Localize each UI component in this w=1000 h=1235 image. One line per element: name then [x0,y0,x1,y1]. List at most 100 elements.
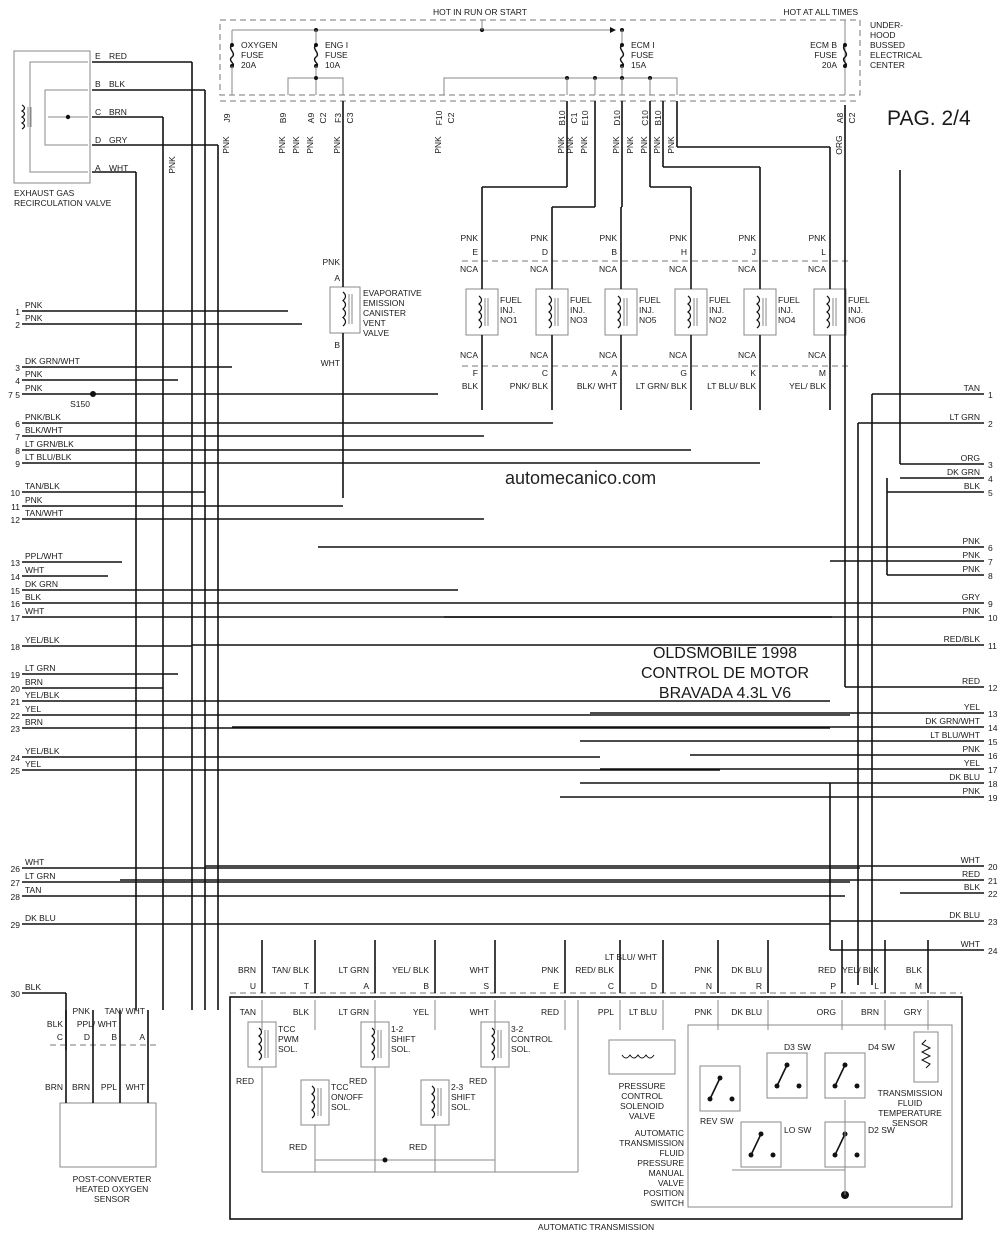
fuse-oxygen-name: OXYGEN [241,40,277,50]
terminal-connector: C2 [847,112,857,123]
terminal-pin: D10 [612,110,622,126]
injector-top-pin: J [752,247,756,257]
trans-inner-wire: BLK [293,1007,309,1017]
hot-at-all-times-label: HOT AT ALL TIMES [783,7,858,17]
tft-sensor-name: TRANSMISSION [878,1088,943,1098]
solenoid-name: SOL. [278,1044,297,1054]
left-pin-wire: DK GRN [25,579,58,589]
terminal-pin: B10 [653,110,663,125]
nca-label: NCA [460,264,478,274]
manual-valve-switch-name: VALVE [658,1178,684,1188]
splice-dot [832,1152,838,1158]
fuse-eng-i-name: ENG I [325,40,348,50]
right-pin-number: 21 [988,876,998,886]
o2-inner-wire: BRN [45,1082,63,1092]
fuse-block-name: ELECTRICAL [870,50,923,60]
switch-contact-icon [709,1077,721,1100]
injector-bottom-pin: K [750,368,756,378]
right-pin-number: 2 [988,419,993,429]
evap-valve-box [329,286,361,334]
egr-pin: E [95,51,101,61]
evap-name: VALVE [363,328,389,338]
egr-name: RECIRCULATION VALVE [14,198,112,208]
right-pin-number: 24 [988,946,998,956]
switch-contact-icon [750,1133,762,1156]
switch-box [766,1052,808,1099]
splice-dot [832,1083,838,1089]
injector-top-wire: PNK [809,233,827,243]
evap-name: EMISSION [363,298,405,308]
right-pin-number: 10 [988,613,998,623]
left-pin-wire: PPL/WHT [25,551,63,561]
right-pin-wire: PNK [963,550,981,560]
right-pin-wire: TAN [964,383,980,393]
terminal-pin: C10 [640,110,650,126]
left-pin-wire: BLK [25,592,41,602]
terminal-wire-color: PNK [305,136,315,154]
splice-dot [758,1131,764,1137]
right-pin-number: 8 [988,571,993,581]
right-pin-wire: LT BLU/WHT [930,730,980,740]
trans-inner-wire: PPL [598,1007,614,1017]
tft-sensor-name: FLUID [898,1098,923,1108]
right-pin-number: 22 [988,889,998,899]
solenoid-name: SOL. [511,1044,530,1054]
lo-switch-label: LO SW [784,1125,811,1135]
right-pin-number: 6 [988,543,993,553]
right-pin-number: 23 [988,917,998,927]
left-pin-wire: PNK [25,300,43,310]
evap-solenoid-icon [342,291,347,327]
solenoid-name: SOL. [331,1102,350,1112]
fuse-eng-i-label: FUSE [325,50,348,60]
fuse-eng-i-rating: 10A [325,60,340,70]
right-pin-number: 14 [988,723,998,733]
terminal-wire-color: ORG [834,135,844,154]
left-pin-wire: LT GRN [25,663,55,673]
splice-dot [707,1096,713,1102]
left-pin-wire: DK GRN/WHT [25,356,80,366]
egr-wire: BLK [109,79,125,89]
solenoid-name: SHIFT [391,1034,416,1044]
solenoid-name: SHIFT [451,1092,476,1102]
fuel-injector-coil-icon [826,295,831,329]
splice-dot [854,1083,860,1089]
terminal-pin: A9 [306,113,316,124]
pcs-coil-icon [621,1054,655,1059]
d3-switch-label: D3 SW [784,1042,811,1052]
right-pin-number: 19 [988,793,998,803]
right-pin-number: 9 [988,599,993,609]
trans-pin: P [830,981,836,991]
o2-inner-wire: PPL [101,1082,117,1092]
splice-dot [717,1075,723,1081]
trans-pin: B [423,981,429,991]
left-pin-number: 17 [11,613,21,623]
fuel-injector-name: NO2 [709,315,727,325]
right-pin-wire: BLK [964,882,980,892]
transmission-box [229,996,963,1220]
title-line-2: CONTROL DE MOTOR [641,665,809,682]
evap-bottom-pin: B [334,340,340,350]
trans-outer-wire: TAN/ BLK [272,965,309,975]
splice-dot [774,1083,780,1089]
solenoid-name: PWM [278,1034,299,1044]
terminal-wire-color: PNK [639,136,649,154]
trans-outer-wire: LT BLU/ WHT [605,952,657,962]
fuse-ecm-i-name: ECM I [631,40,655,50]
tft-sensor-name: SENSOR [892,1118,928,1128]
fuel-injector-coil-icon [687,295,692,329]
evap-bottom-wire: WHT [321,358,340,368]
splice-s150-label: S150 [70,399,90,409]
manual-valve-switch-name: PRESSURE [637,1158,684,1168]
right-pin-wire: PNK [963,564,981,574]
right-pin-wire: YEL [964,702,980,712]
egr-pin: C [95,107,101,117]
terminal-wire-color: PNK [611,136,621,154]
o2-pin: B [111,1032,117,1042]
o2-pin: A [139,1032,145,1042]
terminal-wire-color: PNK [332,136,342,154]
fuse-ecm-i-rating: 15A [631,60,646,70]
right-pin-wire: YEL [964,758,980,768]
injector-bottom-wire: PNK/ BLK [510,381,549,391]
left-pin-number: 20 [11,684,21,694]
egr-pin: B [95,79,101,89]
